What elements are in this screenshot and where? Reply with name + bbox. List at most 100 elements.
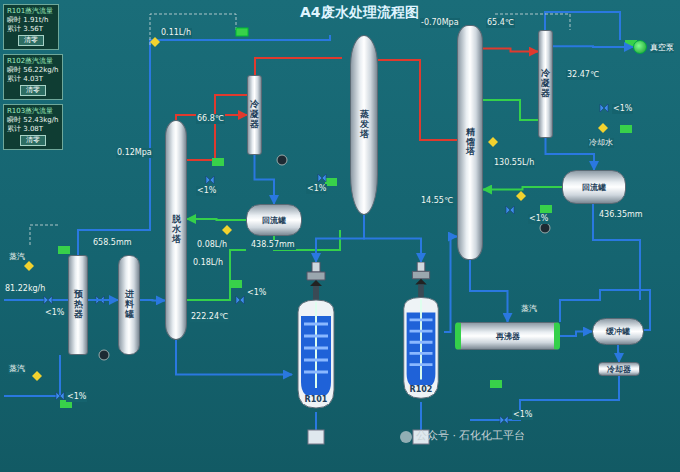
pipe-connector xyxy=(560,332,592,337)
value-label: 436.35mm xyxy=(598,210,644,220)
value-label: <1% xyxy=(196,186,217,196)
value-label: <1% xyxy=(246,288,267,298)
flow-panel: R103蒸汽流量瞬时 52.43kg/h累计 3.08T清零 xyxy=(3,104,63,150)
node-text: R103蒸汽流量 xyxy=(7,107,59,116)
value-label: 0.11L/h xyxy=(160,28,192,38)
node-text: 缓冲罐 xyxy=(606,326,630,337)
value-label: 32.47℃ xyxy=(566,70,600,80)
node-text: R101蒸汽流量 xyxy=(7,7,55,16)
instruments xyxy=(24,28,637,408)
value-label: 438.57mm xyxy=(250,240,296,250)
node-text: R102 xyxy=(408,385,435,394)
pipe-connector xyxy=(176,340,292,375)
pipe-connector xyxy=(316,215,364,262)
sample-cups xyxy=(308,430,429,444)
value-label: 0.08L/h xyxy=(196,240,228,250)
pipe-connector xyxy=(187,219,246,220)
node-text: 清零 xyxy=(26,136,40,145)
watermark: 公众号 · 石化化工平台 xyxy=(415,431,527,441)
pipe-connector xyxy=(364,215,421,262)
vertical-exchanger: 冷凝器 xyxy=(538,30,553,138)
valves xyxy=(44,104,608,424)
pipe-connector xyxy=(88,299,118,301)
reset-button: 清零 xyxy=(20,85,46,96)
value-label: 0.12Mpa xyxy=(116,148,153,158)
value-label: <1% xyxy=(512,410,533,420)
reset-button: 清零 xyxy=(18,35,44,46)
node-text: 回流罐 xyxy=(582,182,606,193)
node-text: 再沸器 xyxy=(496,331,520,342)
value-label: 0.18L/h xyxy=(192,258,224,268)
value-label: <1% xyxy=(306,184,327,194)
node-text: 真空泵 xyxy=(650,42,674,53)
pipe-connector xyxy=(553,45,633,48)
node-text: 脱水塔 xyxy=(172,215,181,245)
value-label: 蒸汽 xyxy=(520,304,538,314)
node-text: 冷凝器 xyxy=(541,69,550,99)
node-text: 瞬时 1.91t/h xyxy=(7,16,55,25)
horizontal-tank: 回流罐 xyxy=(246,204,302,236)
flow-panel: R102蒸汽流量瞬时 56.22kg/h累计 4.03T 清零 xyxy=(3,54,63,100)
node-text: 冷却器 xyxy=(607,364,631,375)
horizontal-tank: 回流罐 xyxy=(562,170,626,204)
diagram-title: A4废水处理流程图 xyxy=(300,4,419,22)
pipe-connector xyxy=(470,260,508,322)
node-text: 冷凝器 xyxy=(250,100,259,130)
value-label: <1% xyxy=(66,392,87,402)
pipe-connector xyxy=(483,49,538,52)
node-text: R101 xyxy=(303,395,330,404)
node-text: 累计 3.56T xyxy=(7,25,55,34)
value-label: 222.24℃ xyxy=(190,312,229,322)
pipe-connector xyxy=(546,138,595,170)
value-label: 65.4℃ xyxy=(486,18,515,28)
flow-panel: R101蒸汽流量瞬时 1.91t/h累计 3.56T 清零 xyxy=(3,4,59,50)
value-label: 81.22kg/h xyxy=(4,284,46,294)
pipe-connector xyxy=(483,187,562,190)
value-label: 658.5mm xyxy=(92,238,133,248)
pipe-connector xyxy=(140,299,165,301)
tower-column: 精馏塔 xyxy=(457,25,483,260)
vertical-tank: 进料罐 xyxy=(118,255,140,355)
evaporator-column: 蒸发塔 xyxy=(350,35,378,215)
vertical-exchanger: 冷凝器 xyxy=(247,75,262,155)
reactor-drawing xyxy=(398,262,444,402)
reset-button: 清零 xyxy=(20,135,46,146)
extra-pipes xyxy=(4,12,650,430)
node-text: 清零 xyxy=(24,36,38,45)
value-label: 66.8℃ xyxy=(196,114,225,124)
tower-column: 脱水塔 xyxy=(165,120,187,340)
horizontal-exchanger: 冷却器 xyxy=(598,362,640,376)
node-text: 清零 xyxy=(26,86,40,95)
value-label: 冷却水 xyxy=(588,138,614,148)
vertical-exchanger: 预热器 xyxy=(68,255,88,355)
value-label: <1% xyxy=(44,308,65,318)
node-text: 精馏塔 xyxy=(466,128,475,158)
node-text: 回流罐 xyxy=(262,215,286,226)
node-text: R102蒸汽流量 xyxy=(7,57,59,66)
value-label: 14.55℃ xyxy=(420,196,454,206)
reactor-vessel: R102 xyxy=(398,262,444,402)
pipe-connector xyxy=(444,237,457,333)
horizontal-tank: 缓冲罐 xyxy=(592,318,644,345)
signal-lines xyxy=(30,14,570,245)
node-text: 蒸发塔 xyxy=(360,110,369,140)
node-text: 累计 4.03T xyxy=(7,75,59,84)
watermark-icon xyxy=(400,431,412,443)
node-text: 预热器 xyxy=(74,290,83,320)
horizontal-exchanger: 再沸器 xyxy=(455,322,560,350)
value-label: 蒸汽 xyxy=(8,252,26,262)
node-text: 进料罐 xyxy=(125,290,134,320)
pipe-connector xyxy=(255,155,275,204)
node-text: 瞬时 56.22kg/h xyxy=(7,66,59,75)
value-label: <1% xyxy=(528,214,549,224)
pipe-connector xyxy=(618,345,619,362)
value-label: 130.55L/h xyxy=(493,158,535,168)
vacuum-pump: 真空泵 xyxy=(633,40,647,54)
reactor-drawing xyxy=(292,262,340,412)
node-text: 累计 3.08T xyxy=(7,125,59,134)
value-label: 蒸汽 xyxy=(8,364,26,374)
value-label: -0.70Mpa xyxy=(420,18,460,28)
value-label: <1% xyxy=(612,104,633,114)
